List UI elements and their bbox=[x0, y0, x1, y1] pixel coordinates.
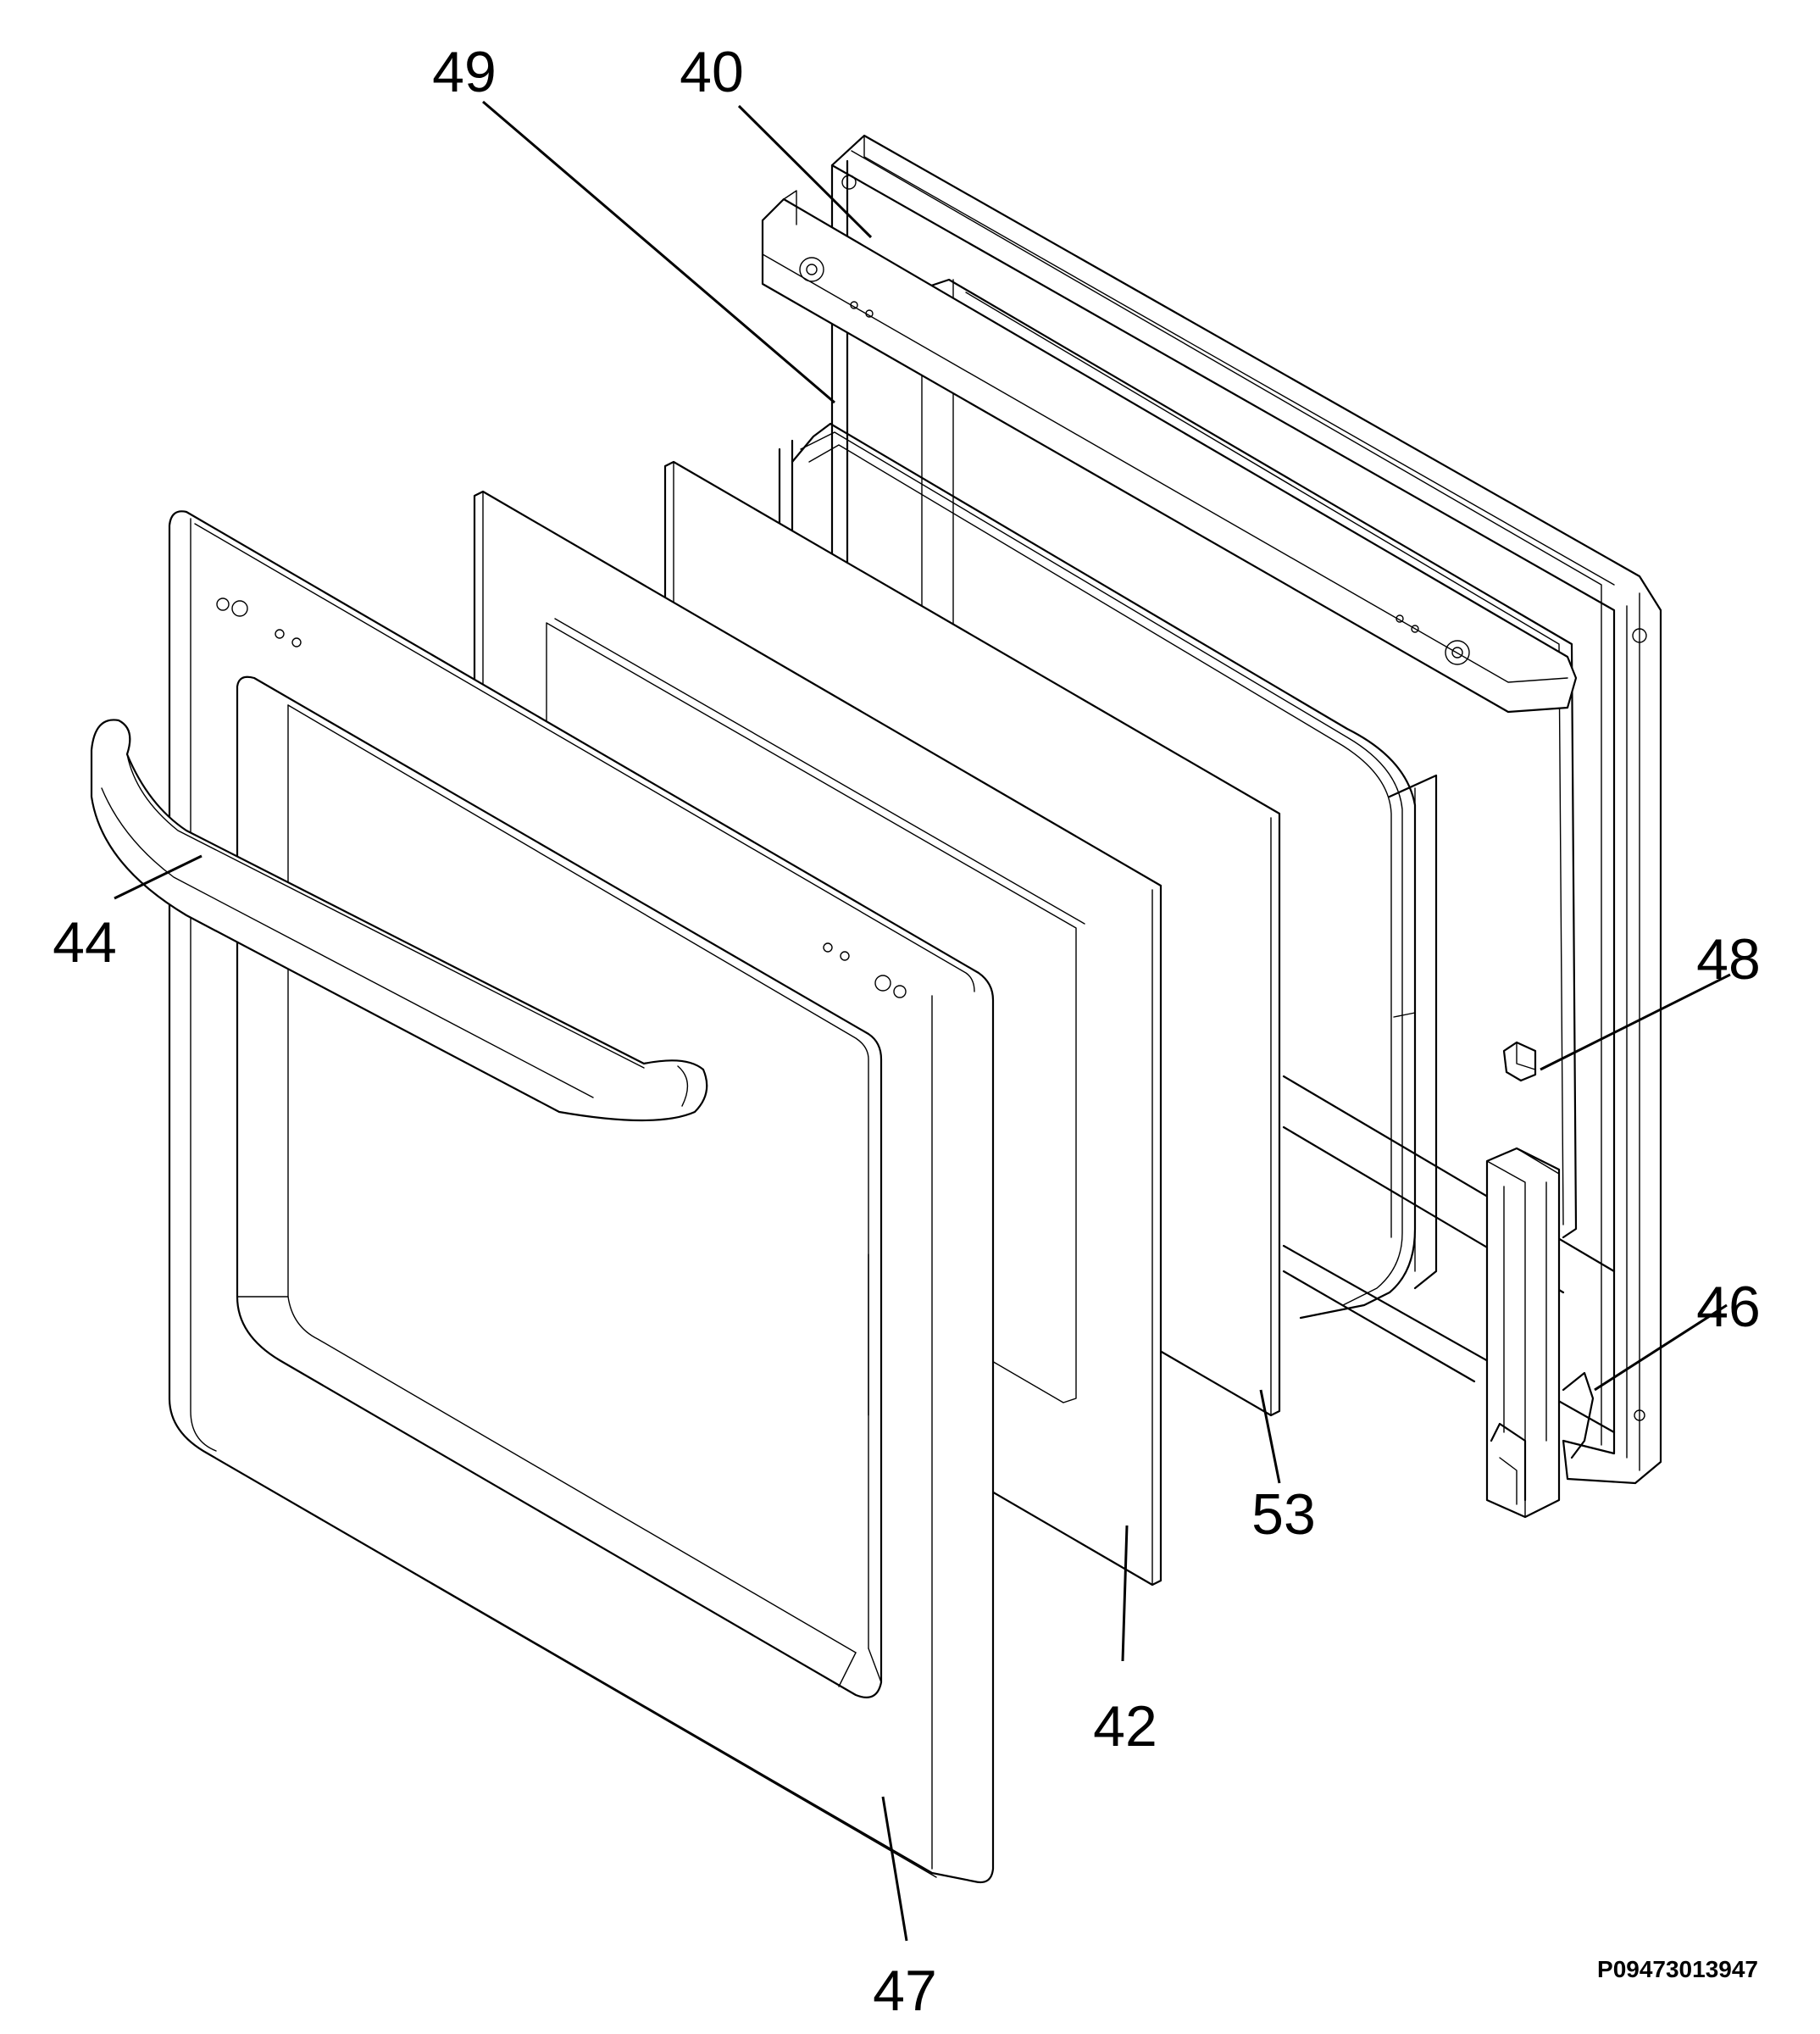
callout-49: 49 bbox=[432, 40, 497, 104]
hinge-bracket bbox=[1485, 1147, 1595, 1519]
callout-40: 40 bbox=[680, 40, 744, 104]
callout-47: 47 bbox=[873, 1959, 937, 2023]
drawing-code: P09473013947 bbox=[1597, 1956, 1758, 1982]
leader-lines bbox=[114, 100, 1731, 1942]
clip bbox=[1502, 1041, 1537, 1082]
callout-labels: 49 40 44 48 46 53 42 47 bbox=[53, 40, 1761, 2023]
callout-53: 53 bbox=[1251, 1482, 1316, 1547]
front-door-panel bbox=[168, 510, 995, 1884]
rear-door-frame bbox=[761, 134, 1662, 1485]
door-handle bbox=[90, 719, 708, 1122]
callout-42: 42 bbox=[1093, 1694, 1157, 1759]
callout-46: 46 bbox=[1696, 1275, 1761, 1339]
callout-48: 48 bbox=[1696, 927, 1761, 992]
callout-44: 44 bbox=[53, 910, 117, 975]
